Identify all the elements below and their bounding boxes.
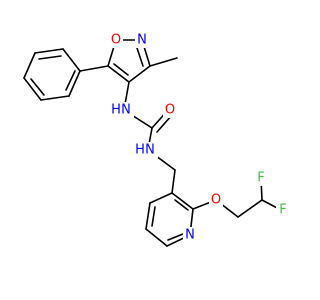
bond-py5-py4 [145,202,151,230]
bond-c5-phenyl [79,65,109,72]
atom-oxygen-ring: O [111,33,121,48]
bond-ph-inner-2 [30,78,45,96]
bond-c4-c5 [107,65,130,83]
bond-py4-py3 [149,192,173,204]
structure-drawing: O N H N O H N O F F N [23,32,290,247]
atom-oxygen-ether: O [211,193,221,208]
atom-nitrogen-nh-top: N [121,103,131,118]
atom-fluorine-right: F [279,203,286,218]
bond-ph5-ph6 [40,95,70,101]
bond-c4-c5-double [113,63,129,76]
bond-py-inner-2 [167,233,184,241]
bond-py-inner-3 [151,206,156,227]
bond-ph1-ph2 [62,48,81,72]
bond-py6-py5 [145,228,168,247]
bond-ph4-ph5 [23,77,42,101]
bond-ch2-chf2 [237,199,263,218]
atom-nitrogen-ring: N [137,33,147,48]
bond-py-inner-1 [174,199,189,211]
bond-c3-c4 [128,65,151,83]
atom-hydrogen-nh-bottom: H [135,143,145,158]
bond-ph6-ph1 [68,70,81,97]
molecule-diagram: O N H N O H N O F F N [23,32,290,247]
bond-py3-py2 [171,192,194,210]
bond-ch2-py3 [171,169,176,194]
bond-n2-c3-double [135,44,144,67]
bond-ph-inner-1 [38,55,62,60]
atom-nitrogen-nh-bottom: N [145,143,155,158]
bond-ph3-ph4 [23,52,36,79]
bond-ph2-ph3 [34,48,64,54]
bond-ph-inner-3 [65,70,76,91]
atom-hydrogen-nh-top: H [111,103,121,118]
bond-c3-methyl [149,57,178,67]
atom-nitrogen-pyridine: N [185,228,195,243]
atom-labels: O N H N O H N O F F N [109,32,290,243]
atom-oxygen-carbonyl: O [165,103,175,118]
atom-fluorine-top: F [257,171,264,186]
